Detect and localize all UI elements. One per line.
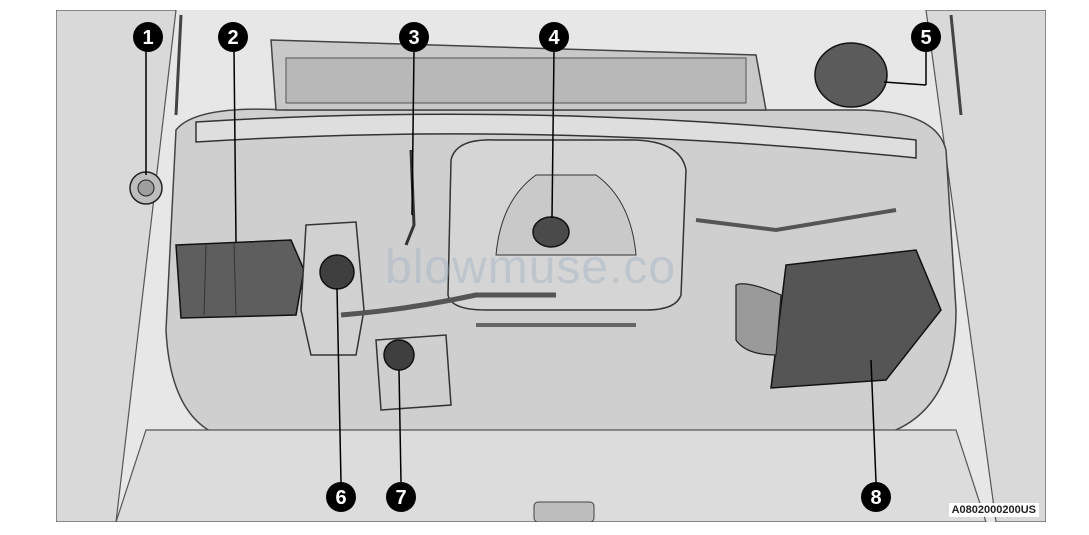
callout-4-label: 4 (548, 27, 560, 49)
callout-5: 5 (911, 22, 941, 52)
callout-1-label: 1 (142, 27, 153, 49)
callout-5-label: 5 (920, 27, 931, 49)
callout-6: 6 (326, 482, 356, 512)
callout-6-label: 6 (335, 487, 346, 509)
left-hood-strut (174, 14, 183, 116)
callout-8: 8 (861, 482, 891, 512)
engine-oil-fill-cap (532, 216, 570, 248)
strut-brace (195, 113, 917, 159)
fuse-box (175, 239, 305, 319)
hose-right (695, 208, 897, 233)
callout-3-label: 3 (408, 27, 419, 49)
hose-upper (340, 292, 556, 318)
right-hood-strut (949, 14, 963, 116)
fuse-box-seam-1 (203, 244, 207, 316)
figure-code: A0802000200US (948, 503, 1039, 517)
engine-compartment-diagram: 1 2 3 4 5 6 7 8 (55, 9, 1047, 523)
power-steering-fluid-cap (814, 42, 888, 108)
engine-cover-ridge (495, 174, 637, 256)
callout-7-label: 7 (395, 487, 406, 509)
leader-line-3 (411, 49, 415, 216)
callout-8-label: 8 (870, 487, 881, 509)
leader-line-6 (336, 287, 342, 483)
hood-latch (533, 501, 595, 523)
air-cleaner-housing (770, 249, 942, 389)
callout-1: 1 (133, 22, 163, 52)
fuse-box-seam-2 (233, 242, 237, 316)
callout-2: 2 (218, 22, 248, 52)
callout-2-label: 2 (227, 27, 238, 49)
callout-7: 7 (386, 482, 416, 512)
leader-line-2 (233, 49, 237, 243)
leader-line-5b (883, 81, 927, 86)
air-intake-hose (735, 283, 782, 356)
leader-line-7 (398, 369, 402, 483)
callout-3: 3 (399, 22, 429, 52)
leader-line-4 (551, 49, 555, 219)
coolant-pressure-cap (319, 254, 355, 290)
leader-line-8 (870, 359, 877, 483)
brake-fluid-cap (383, 339, 415, 371)
washer-fluid-cap-inner (137, 179, 155, 197)
callout-4: 4 (539, 22, 569, 52)
cowl-mesh (285, 57, 747, 104)
